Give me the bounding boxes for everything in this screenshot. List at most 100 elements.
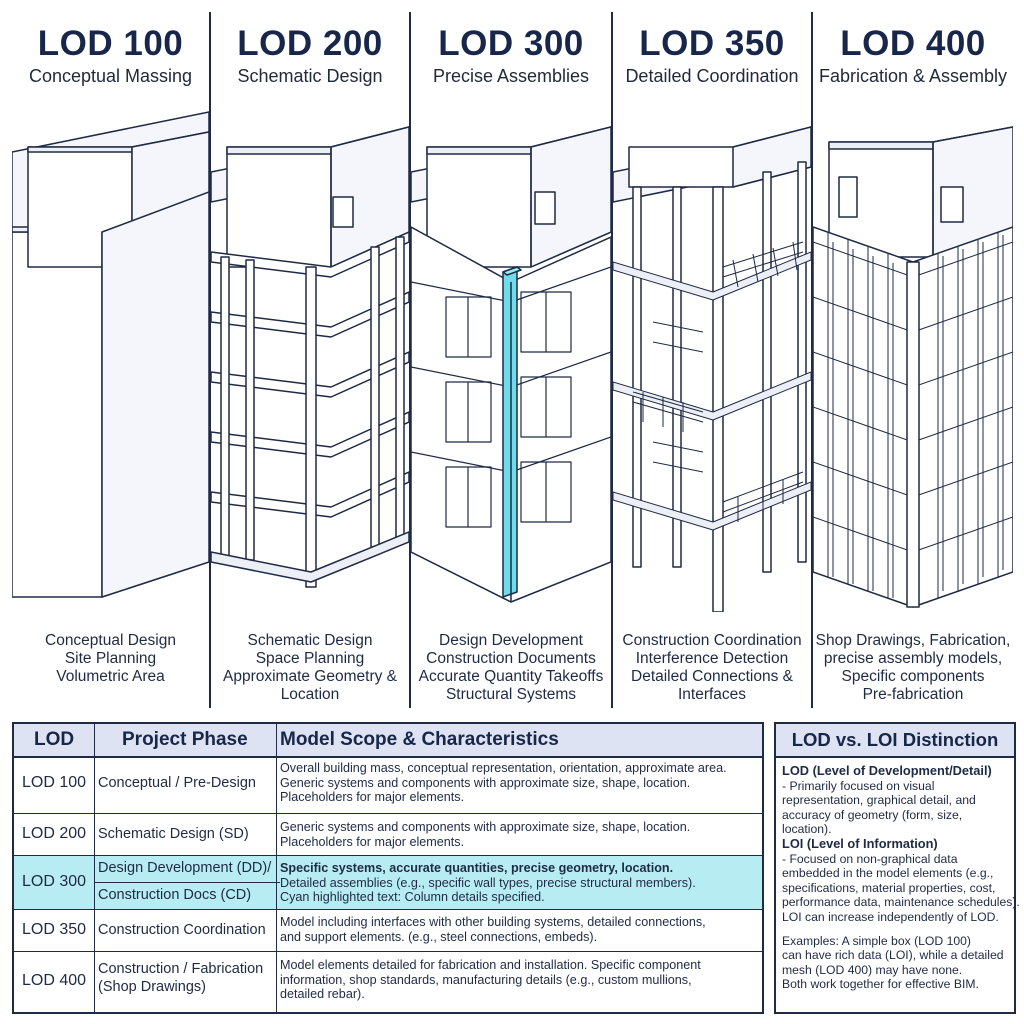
column-divider xyxy=(94,724,95,1012)
panel-title: LOD 300 xyxy=(438,24,584,63)
use-line: Site Planning xyxy=(64,650,157,667)
lod-vs-loi-box: LOD vs. LOI Distinction LOD (Level of De… xyxy=(774,722,1020,1014)
loi-line: - Focused on non-graphical data xyxy=(782,851,958,866)
lod350-coordination-illustration xyxy=(613,126,811,612)
phase-split-line xyxy=(94,882,280,883)
row-phase: Schematic Design (SD) xyxy=(98,826,249,842)
row-scope: Generic systems and components with appr… xyxy=(280,820,758,849)
panel-title: LOD 350 xyxy=(639,24,785,63)
scope-line: Overall building mass, conceptual repres… xyxy=(280,761,727,775)
example-line: Both work together for effective BIM. xyxy=(782,977,979,992)
table-row: LOD 200 Schematic Design (SD) Generic sy… xyxy=(14,814,762,856)
loi-line: performance data, maintenance schedules)… xyxy=(782,895,1020,910)
use-line: Conceptual Design xyxy=(45,632,176,649)
row-lod: LOD 400 xyxy=(21,972,87,989)
panel-title: LOD 100 xyxy=(37,24,184,63)
scope-line: detailed rebar). xyxy=(280,987,365,1001)
column-divider xyxy=(276,724,277,1012)
row-phase: Construction / Fabrication xyxy=(98,961,264,977)
panel-uses: Shop Drawings, Fabrication, precise asse… xyxy=(813,632,1013,704)
loi-heading: LOI (Level of Information) xyxy=(782,835,938,851)
lod400-fabrication-illustration xyxy=(813,126,1013,608)
use-line: Structural Systems xyxy=(445,686,577,703)
scope-line: Cyan highlighted text: Column details sp… xyxy=(280,890,545,904)
loi-line: LOI can increase independently of LOD. xyxy=(782,909,999,924)
panel-uses: Conceptual Design Site Planning Volumetr… xyxy=(12,632,209,686)
scope-line: Generic systems and components with appr… xyxy=(280,775,691,790)
row-phase: Design Development (DD)/ xyxy=(98,860,272,876)
scope-line: Generic systems and components with appr… xyxy=(280,820,691,834)
use-line: Accurate Quantity Takeoffs xyxy=(418,668,604,685)
use-line: Construction Documents xyxy=(426,650,596,667)
row-phase: (Shop Drawings) xyxy=(98,979,206,995)
loi-line: specifications, material properties, cos… xyxy=(782,880,996,895)
row-scope: Specific systems, accurate quantities, p… xyxy=(280,861,758,905)
panel-lod-350: LOD 350 Detailed Coordination xyxy=(613,0,811,708)
panel-uses: Construction Coordination Interference D… xyxy=(613,632,811,704)
use-line: Approximate Geometry & xyxy=(222,668,397,685)
panel-lod-300: LOD 300 Precise Assemblies xyxy=(411,0,611,708)
lod300-assemblies-illustration xyxy=(411,126,611,603)
lod-line: accuracy of geometry (form, size, xyxy=(782,807,963,822)
example-line: can have rich data (LOI), while a detail… xyxy=(782,948,1004,963)
panel-title: LOD 400 xyxy=(840,24,986,63)
row-lod: LOD 200 xyxy=(21,825,87,842)
panel-divider xyxy=(409,12,411,708)
example-line: mesh (LOD 400) may have none. xyxy=(782,962,963,977)
scope-line: Specific systems, accurate quantities, p… xyxy=(280,861,674,875)
scope-line: information, shop standards, manufacturi… xyxy=(280,972,692,987)
panel-divider xyxy=(611,12,613,708)
panel-divider xyxy=(811,12,813,708)
row-lod: LOD 350 xyxy=(21,921,87,938)
use-line: Interference Detection xyxy=(635,650,789,667)
use-line: Design Development xyxy=(439,632,583,649)
row-scope: Model elements detailed for fabrication … xyxy=(280,958,758,1002)
example-line: Examples: A simple box (LOD 100) xyxy=(782,933,971,948)
panel-subtitle: Fabrication & Assembly xyxy=(818,66,1008,86)
row-lod: LOD 100 xyxy=(21,774,87,791)
use-line: Specific components xyxy=(841,668,985,685)
use-line: Volumetric Area xyxy=(56,668,165,685)
header-project-phase: Project Phase xyxy=(122,729,248,750)
row-phase: Construction Docs (CD) xyxy=(98,887,252,903)
row-scope: Overall building mass, conceptual repres… xyxy=(280,761,758,805)
lod-line: location). xyxy=(782,822,832,837)
panel-subtitle: Schematic Design xyxy=(237,66,383,86)
lod-heading: LOD (Level of Development/Detail) xyxy=(782,763,992,778)
lod-line: representation, graphical detail, and xyxy=(782,793,976,808)
use-line: precise assembly models, xyxy=(823,650,1003,667)
use-line: Space Planning xyxy=(255,650,365,667)
use-line: Location xyxy=(280,686,340,703)
panel-subtitle: Conceptual Massing xyxy=(28,66,193,86)
scope-line: Placeholders for major elements. xyxy=(280,790,465,804)
panel-subtitle: Precise Assemblies xyxy=(432,66,590,86)
panel-lod-400: LOD 400 Fabrication & Assembly Shop Draw… xyxy=(813,0,1013,708)
lod-comparison-table: LOD Project Phase Model Scope & Characte… xyxy=(12,722,764,1014)
panel-lod-100: LOD 100 Conceptual Massing Conceptual De… xyxy=(12,0,209,708)
scope-line: Model elements detailed for fabrication … xyxy=(280,958,701,972)
loi-line: embedded in the model elements (e.g., xyxy=(782,866,994,881)
table-header-row: LOD Project Phase Model Scope & Characte… xyxy=(14,724,762,758)
use-line: Schematic Design xyxy=(247,632,373,649)
panel-divider xyxy=(209,12,211,708)
scope-line: Model including interfaces with other bu… xyxy=(280,915,706,929)
use-line: Pre-fabrication xyxy=(862,686,964,703)
row-phase: Conceptual / Pre-Design xyxy=(98,775,256,791)
row-scope: Model including interfaces with other bu… xyxy=(280,915,758,944)
table-row: LOD 350 Construction Coordination Model … xyxy=(14,910,762,952)
scope-line: Detailed assemblies (e.g., specific wall… xyxy=(280,875,696,890)
side-box-title: LOD vs. LOI Distinction xyxy=(776,724,1014,758)
use-line: Construction Coordination xyxy=(622,632,802,649)
panel-uses: Design Development Construction Document… xyxy=(411,632,611,704)
panel-subtitle: Detailed Coordination xyxy=(625,66,799,86)
lod100-massing-illustration xyxy=(12,111,209,598)
table-row: LOD 100 Conceptual / Pre-Design Overall … xyxy=(14,756,762,814)
side-box-body: LOD (Level of Development/Detail) - Prim… xyxy=(782,763,1020,992)
panel-lod-200: LOD 200 Schematic Design xyxy=(211,0,409,708)
scope-line: and support elements. (e.g., steel conne… xyxy=(280,929,598,944)
table-row-highlighted: LOD 300 Design Development (DD)/ Constru… xyxy=(14,856,762,910)
scope-line: Placeholders for major elements. xyxy=(280,834,465,849)
table-row: LOD 400 Construction / Fabrication (Shop… xyxy=(14,952,762,1012)
row-phase: Construction Coordination xyxy=(98,922,266,938)
header-model-scope: Model Scope & Characteristics xyxy=(280,729,559,750)
